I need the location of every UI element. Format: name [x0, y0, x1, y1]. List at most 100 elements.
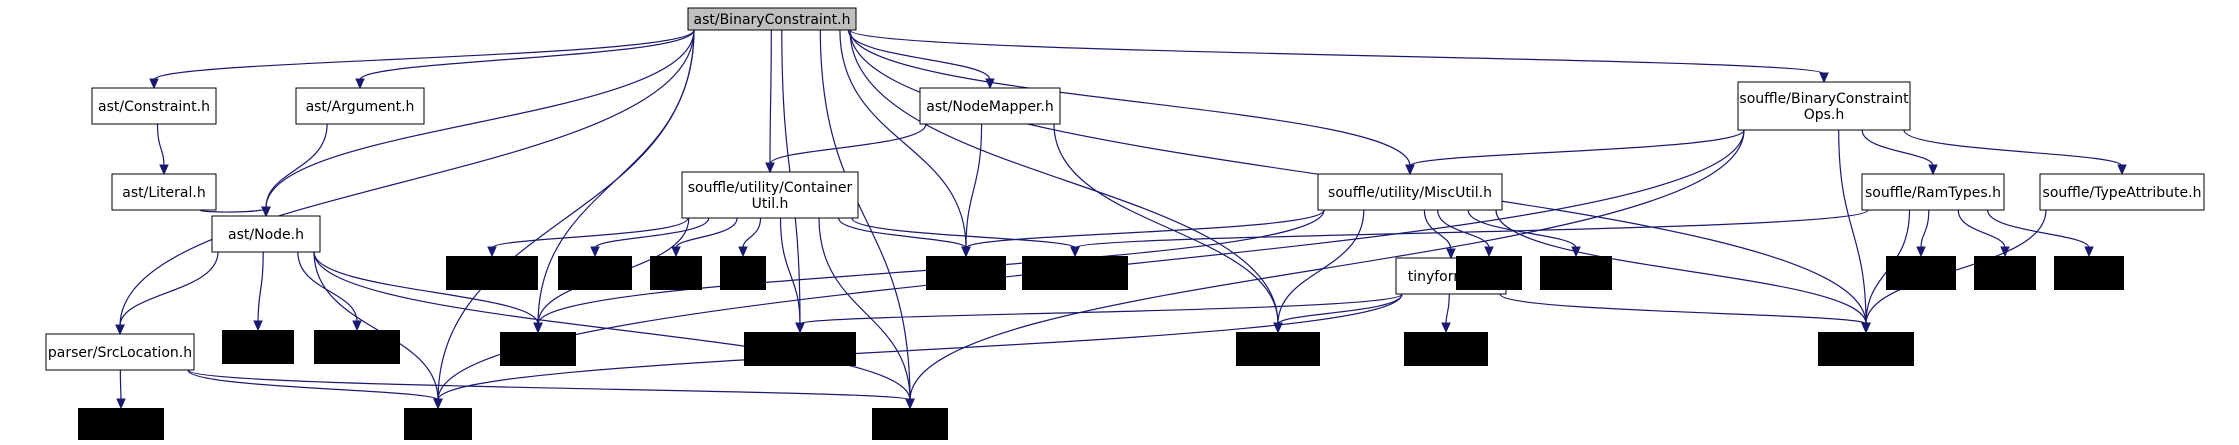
edge-arrowhead: [1441, 322, 1451, 334]
edge-ramtypes-to-type_traits: [1070, 209, 1869, 258]
node-label: ast/BinaryConstraint.h: [694, 12, 851, 28]
edge-tinyformat-to-algorithm: [795, 293, 1403, 334]
edge-srclocation-to-vector: [187, 369, 915, 410]
node-label: iostream: [1835, 342, 1897, 358]
edge-bcops-to-typeattribute: [1903, 129, 2127, 176]
edge-line: [437, 29, 695, 401]
node-label: souffle/utility/MiscUtil.h: [1328, 185, 1492, 201]
node-box: [2054, 256, 2124, 290]
edge-line: [1277, 209, 1365, 325]
edge-line: [1467, 209, 1577, 249]
node-label: map: [660, 266, 691, 282]
edge-line: [265, 29, 695, 209]
edge-nodemapper-to-cassert: [1053, 123, 1283, 334]
node-label: cassert: [1253, 342, 1304, 358]
node-box: [720, 256, 766, 290]
node-box: [314, 330, 400, 364]
edge-arrowhead: [961, 246, 971, 258]
node-label: souffle/utility/Container: [688, 180, 853, 196]
node-ramtypes[interactable]: souffle/RamTypes.h: [1861, 173, 2005, 211]
node-limits: limits: [1974, 256, 2036, 290]
node-vector: vector: [872, 408, 948, 440]
node-box: [1456, 256, 1522, 290]
edge-line: [965, 123, 983, 249]
node-box: [45, 333, 195, 371]
node-label: Ops.h: [1804, 107, 1845, 123]
node-label: ast/Argument.h: [306, 99, 415, 115]
node-box: [404, 408, 472, 440]
node-label: functional: [457, 266, 527, 282]
node-ostream: ostream: [78, 408, 164, 440]
node-box: [919, 87, 1061, 125]
node-node[interactable]: ast/Node.h: [211, 215, 321, 253]
node-box: [295, 87, 425, 125]
edge-arrowhead: [433, 398, 443, 410]
node-label: Util.h: [752, 196, 789, 212]
node-chrono: chrono: [1456, 256, 1522, 290]
edge-line: [849, 29, 1279, 325]
node-box: [650, 256, 702, 290]
edge-line: [313, 251, 439, 401]
edge-line: [257, 251, 264, 323]
node-label: chrono: [1465, 266, 1513, 282]
edge-arrowhead: [671, 246, 681, 258]
edge-line: [119, 251, 219, 327]
node-label: iosfwd: [236, 340, 281, 356]
node-label: souffle/RamTypes.h: [1865, 185, 2001, 201]
node-iterator: iterator: [558, 256, 632, 290]
edge-bcops-to-miscutil: [1405, 129, 1745, 176]
edge-containerutil-to-set: [738, 217, 762, 258]
edge-arrowhead: [355, 78, 365, 90]
edge-arrowhead: [1861, 322, 1871, 334]
edge-arrowhead: [116, 398, 126, 410]
edge-ramtypes-to-limits: [1957, 209, 2010, 258]
node-binaryconstraint[interactable]: ast/BinaryConstraint.h: [687, 7, 857, 31]
edge-line: [769, 29, 772, 165]
node-typeinfo: typeinfo: [314, 330, 400, 364]
edge-arrowhead: [253, 320, 263, 332]
node-srclocation[interactable]: parser/SrcLocation.h: [45, 333, 195, 371]
edge-containerutil-to-functional: [487, 217, 689, 258]
edge-miscutil-to-cassert: [1273, 209, 1365, 334]
node-typeattribute[interactable]: souffle/TypeAttribute.h: [2039, 173, 2205, 211]
edge-line: [839, 29, 967, 249]
node-constraint[interactable]: ast/Constraint.h: [91, 87, 217, 125]
node-argument[interactable]: ast/Argument.h: [295, 87, 425, 125]
node-box: [78, 408, 164, 440]
edge-arrowhead: [2117, 164, 2127, 176]
node-label: cstdlib: [1553, 266, 1599, 282]
node-set: set: [720, 256, 766, 290]
node-nodemapper[interactable]: ast/NodeMapper.h: [919, 87, 1061, 125]
edge-line: [849, 29, 1825, 75]
node-cstdint: cstdint: [2054, 256, 2124, 290]
edge-line: [1277, 293, 1403, 325]
node-box: [91, 87, 217, 125]
edge-line: [769, 123, 927, 165]
edge-arrowhead: [1405, 164, 1415, 176]
node-box: [681, 171, 859, 219]
node-miscutil[interactable]: souffle/utility/MiscUtil.h: [1317, 173, 1503, 211]
nodes-layer: ast/BinaryConstraint.h ast/Constraint.h as…: [45, 7, 2205, 440]
edge-binaryconstraint-to-nodemapper: [847, 29, 995, 90]
node-box: [1540, 256, 1612, 290]
edge-constraint-to-literal: [156, 123, 169, 176]
edge-line: [1409, 129, 1745, 167]
edge-line: [313, 251, 539, 325]
node-box: [926, 256, 1006, 290]
edge-line: [1920, 209, 1930, 249]
node-type_traits: type_traits: [1022, 256, 1128, 290]
node-box: [1861, 173, 2005, 211]
edge-line: [491, 217, 689, 249]
node-label: memory: [937, 266, 996, 282]
edge-arrowhead: [533, 322, 543, 334]
edge-argument-to-node: [261, 123, 328, 218]
node-literal[interactable]: ast/Literal.h: [111, 173, 217, 211]
edge-ramtypes-to-cstring: [1916, 209, 1930, 258]
node-label: parser/SrcLocation.h: [48, 345, 192, 361]
node-box: [446, 256, 538, 290]
node-box: [1818, 332, 1914, 366]
node-iosfwd: iosfwd: [222, 330, 294, 364]
node-string: string: [404, 408, 472, 440]
